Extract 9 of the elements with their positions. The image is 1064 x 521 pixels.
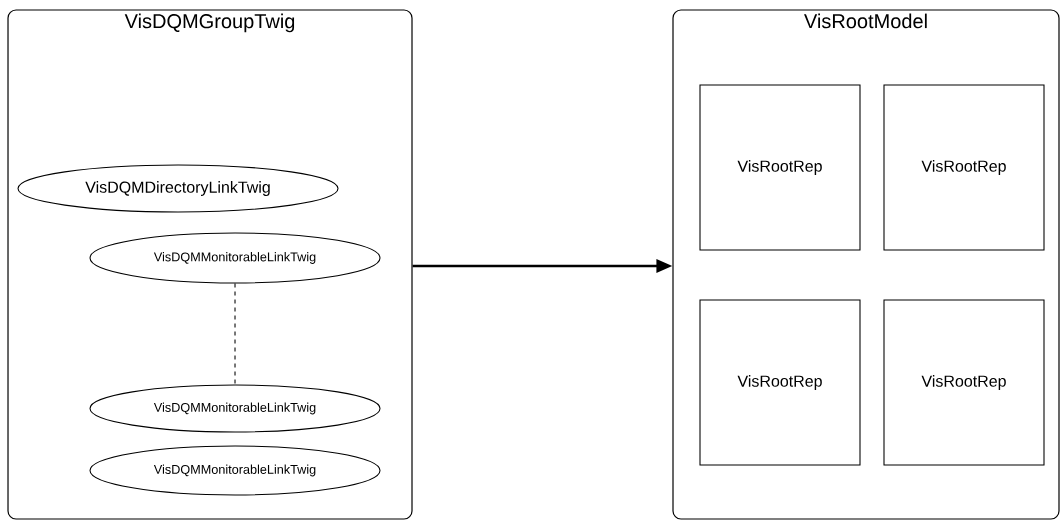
ellipse-node: VisDQMMonitorableLinkTwig [89, 384, 381, 433]
ellipse-node: VisDQMMonitorableLinkTwig [89, 445, 381, 496]
square-box: VisRootRep [699, 299, 861, 466]
square-box: VisRootRep [699, 84, 861, 251]
ellipse-node: VisDQMMonitorableLinkTwig [89, 232, 381, 284]
dashed-line [234, 283, 236, 385]
ellipse-node: VisDQMDirectoryLinkTwig [17, 164, 339, 213]
square-box: VisRootRep [883, 299, 1045, 466]
square-box: VisRootRep [883, 84, 1045, 251]
